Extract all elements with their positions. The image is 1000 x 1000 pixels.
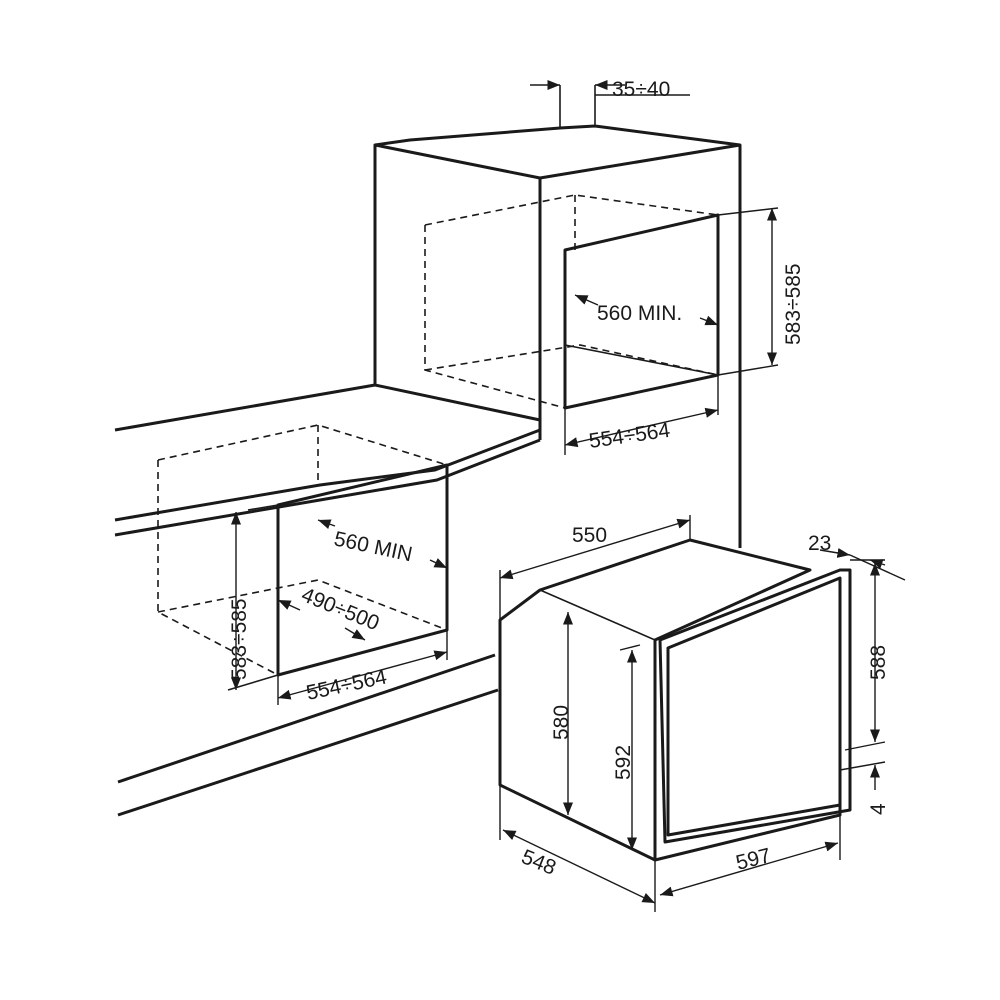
- label-column-niche-depth: 560 MIN.: [597, 302, 682, 325]
- label-column-niche-width: 554÷564: [587, 419, 671, 453]
- label-bottom-gap: 4: [867, 803, 890, 815]
- label-under-inner-depth: 490÷500: [298, 583, 382, 635]
- label-door-height: 588: [867, 645, 890, 680]
- label-door-thickness: 23: [808, 532, 831, 555]
- label-under-niche-width: 554÷564: [304, 665, 389, 705]
- label-column-niche-height: 583÷585: [782, 263, 805, 345]
- label-body-depth: 548: [518, 845, 559, 879]
- label-front-height: 592: [612, 745, 635, 780]
- column-niche: [424, 194, 720, 410]
- oven-dimensions: 550 23 588 4 580 592 548 597: [499, 515, 906, 912]
- label-body-height: 580: [550, 705, 573, 740]
- oven: [498, 538, 852, 862]
- label-under-niche-height: 583÷585: [228, 598, 251, 680]
- label-under-niche-depth: 560 MIN: [332, 527, 414, 566]
- label-oven-width: 597: [734, 844, 774, 875]
- label-top-gap: 35÷40: [612, 78, 670, 101]
- label-oven-top-depth: 550: [572, 524, 607, 547]
- tall-column-cabinet: [373, 85, 742, 548]
- under-counter-dimensions: 560 MIN 583÷585 490÷500 554÷564: [228, 512, 448, 705]
